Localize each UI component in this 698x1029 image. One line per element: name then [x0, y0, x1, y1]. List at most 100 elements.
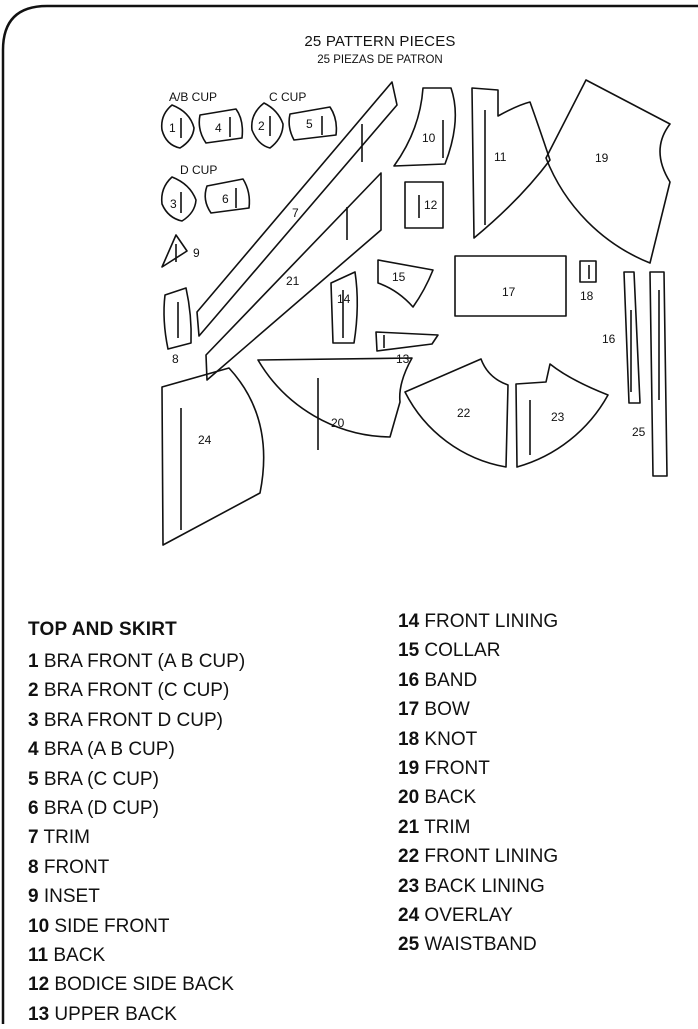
piece-6	[204, 178, 251, 214]
piece-3	[160, 176, 197, 222]
legend-item-number: 21	[398, 816, 420, 838]
legend-item: 3 BRA FRONT D CUP)	[28, 706, 245, 735]
piece-number-3: 3	[170, 197, 177, 211]
piece-number-6: 6	[222, 192, 229, 206]
legend-item: 20 BACK	[398, 783, 558, 812]
legend-item: 9 INSET	[28, 882, 245, 911]
legend-item-number: 17	[398, 699, 420, 721]
legend-item-number: 23	[398, 875, 420, 897]
legend-item: 22 FRONT LINING	[398, 842, 558, 871]
legend-item-number: 7	[28, 827, 39, 849]
pattern-layout-diagram	[160, 79, 671, 546]
cup-label-c: C CUP	[269, 90, 307, 104]
piece-number-2: 2	[258, 119, 265, 133]
legend-list-right: 14 FRONT LINING 15 COLLAR 16 BAND 17 BOW…	[398, 607, 558, 960]
legend-item-number: 25	[398, 934, 420, 956]
legend-item: 4 BRA (A B CUP)	[28, 735, 245, 764]
piece-number-16: 16	[602, 332, 616, 346]
legend-item-name: TRIM	[43, 827, 90, 849]
piece-1	[160, 104, 195, 149]
piece-22	[404, 358, 509, 468]
legend-item-number: 9	[28, 886, 39, 908]
legend-item-name: TRIM	[424, 816, 471, 838]
legend-item-name: BACK	[53, 944, 106, 966]
legend-item: 25 WAISTBAND	[398, 930, 558, 959]
legend-item: 12 BODICE SIDE BACK	[28, 970, 245, 999]
legend-item: 17 BOW	[398, 695, 558, 724]
legend-item-name: BACK	[424, 787, 477, 809]
legend-item: 21 TRIM	[398, 813, 558, 842]
legend-item-name: BRA FRONT (C CUP)	[43, 680, 230, 702]
piece-number-17: 17	[502, 285, 516, 299]
legend-list-left: 1 BRA FRONT (A B CUP) 2 BRA FRONT (C CUP…	[28, 647, 245, 1029]
legend-item: 5 BRA (C CUP)	[28, 765, 245, 794]
legend-item-name: FRONT LINING	[424, 611, 559, 632]
piece-number-21: 21	[286, 274, 300, 288]
legend-item-name: FRONT	[424, 757, 490, 779]
legend-item-name: BODICE SIDE BACK	[54, 974, 234, 996]
legend-item-number: 4	[28, 739, 39, 761]
piece-10	[393, 87, 457, 167]
piece-24	[161, 367, 265, 546]
piece-number-19: 19	[595, 151, 609, 165]
legend-item-name: BOW	[424, 699, 470, 721]
legend-item: 13 UPPER BACK	[28, 1000, 245, 1029]
legend-item-number: 14	[398, 611, 420, 632]
piece-number-15: 15	[392, 270, 406, 284]
piece-18	[579, 260, 597, 283]
cup-label-ab: A/B CUP	[169, 90, 218, 104]
piece-number-1: 1	[169, 121, 176, 135]
piece-9	[161, 234, 188, 268]
piece-8	[163, 287, 192, 350]
legend-item: 23 BACK LINING	[398, 872, 558, 901]
legend-item: 1 BRA FRONT (A B CUP)	[28, 647, 245, 676]
page-title: 25 PATTERN PIECES	[304, 33, 456, 50]
legend-item: 10 SIDE FRONT	[28, 912, 245, 941]
piece-2	[250, 102, 284, 149]
legend-item-name: FRONT LINING	[424, 846, 559, 868]
legend-item-number: 19	[398, 757, 420, 779]
piece-number-25: 25	[632, 425, 646, 439]
cup-label-d: D CUP	[180, 163, 218, 177]
piece-number-20: 20	[331, 416, 345, 430]
piece-25	[649, 271, 668, 477]
piece-15	[377, 259, 434, 308]
legend-item-number: 11	[28, 944, 49, 966]
legend-item-name: INSET	[43, 886, 100, 908]
piece-number-23: 23	[551, 410, 565, 424]
piece-4	[198, 108, 244, 144]
legend-item-number: 16	[398, 669, 420, 691]
piece-number-24: 24	[198, 433, 212, 447]
piece-number-8: 8	[172, 352, 179, 366]
legend-item-number: 22	[398, 846, 420, 868]
piece-17	[454, 255, 567, 317]
legend-item-name: BACK LINING	[424, 875, 545, 897]
legend-item: 7 TRIM	[28, 823, 245, 852]
piece-16	[623, 271, 641, 404]
piece-13	[375, 331, 439, 352]
piece-number-13: 13	[396, 352, 410, 366]
piece-number-14: 14	[337, 292, 351, 306]
legend-item-name: BRA FRONT D CUP)	[43, 709, 223, 731]
legend-item: 19 FRONT	[398, 754, 558, 783]
legend-item: 18 KNOT	[398, 725, 558, 754]
legend-item-name: BRA (C CUP)	[43, 768, 159, 790]
piece-5	[288, 106, 338, 141]
legend-item-number: 1	[28, 651, 39, 672]
legend-item-number: 13	[28, 1003, 50, 1025]
legend-item: 6 BRA (D CUP)	[28, 794, 245, 823]
piece-21	[205, 172, 382, 381]
legend-item-name: KNOT	[424, 728, 478, 750]
legend-item-name: BRA (A B CUP)	[43, 739, 175, 761]
legend-item-name: BRA FRONT (A B CUP)	[43, 651, 246, 672]
piece-number-7: 7	[292, 206, 299, 220]
piece-number-22: 22	[457, 406, 471, 420]
piece-19	[545, 79, 671, 264]
legend-item: 15 COLLAR	[398, 636, 558, 665]
legend-item-name: BAND	[424, 669, 478, 691]
legend-item-name: OVERLAY	[424, 904, 513, 926]
legend-item: 11 BACK	[28, 941, 245, 970]
legend-item-number: 3	[28, 709, 39, 731]
piece-23	[515, 363, 609, 468]
